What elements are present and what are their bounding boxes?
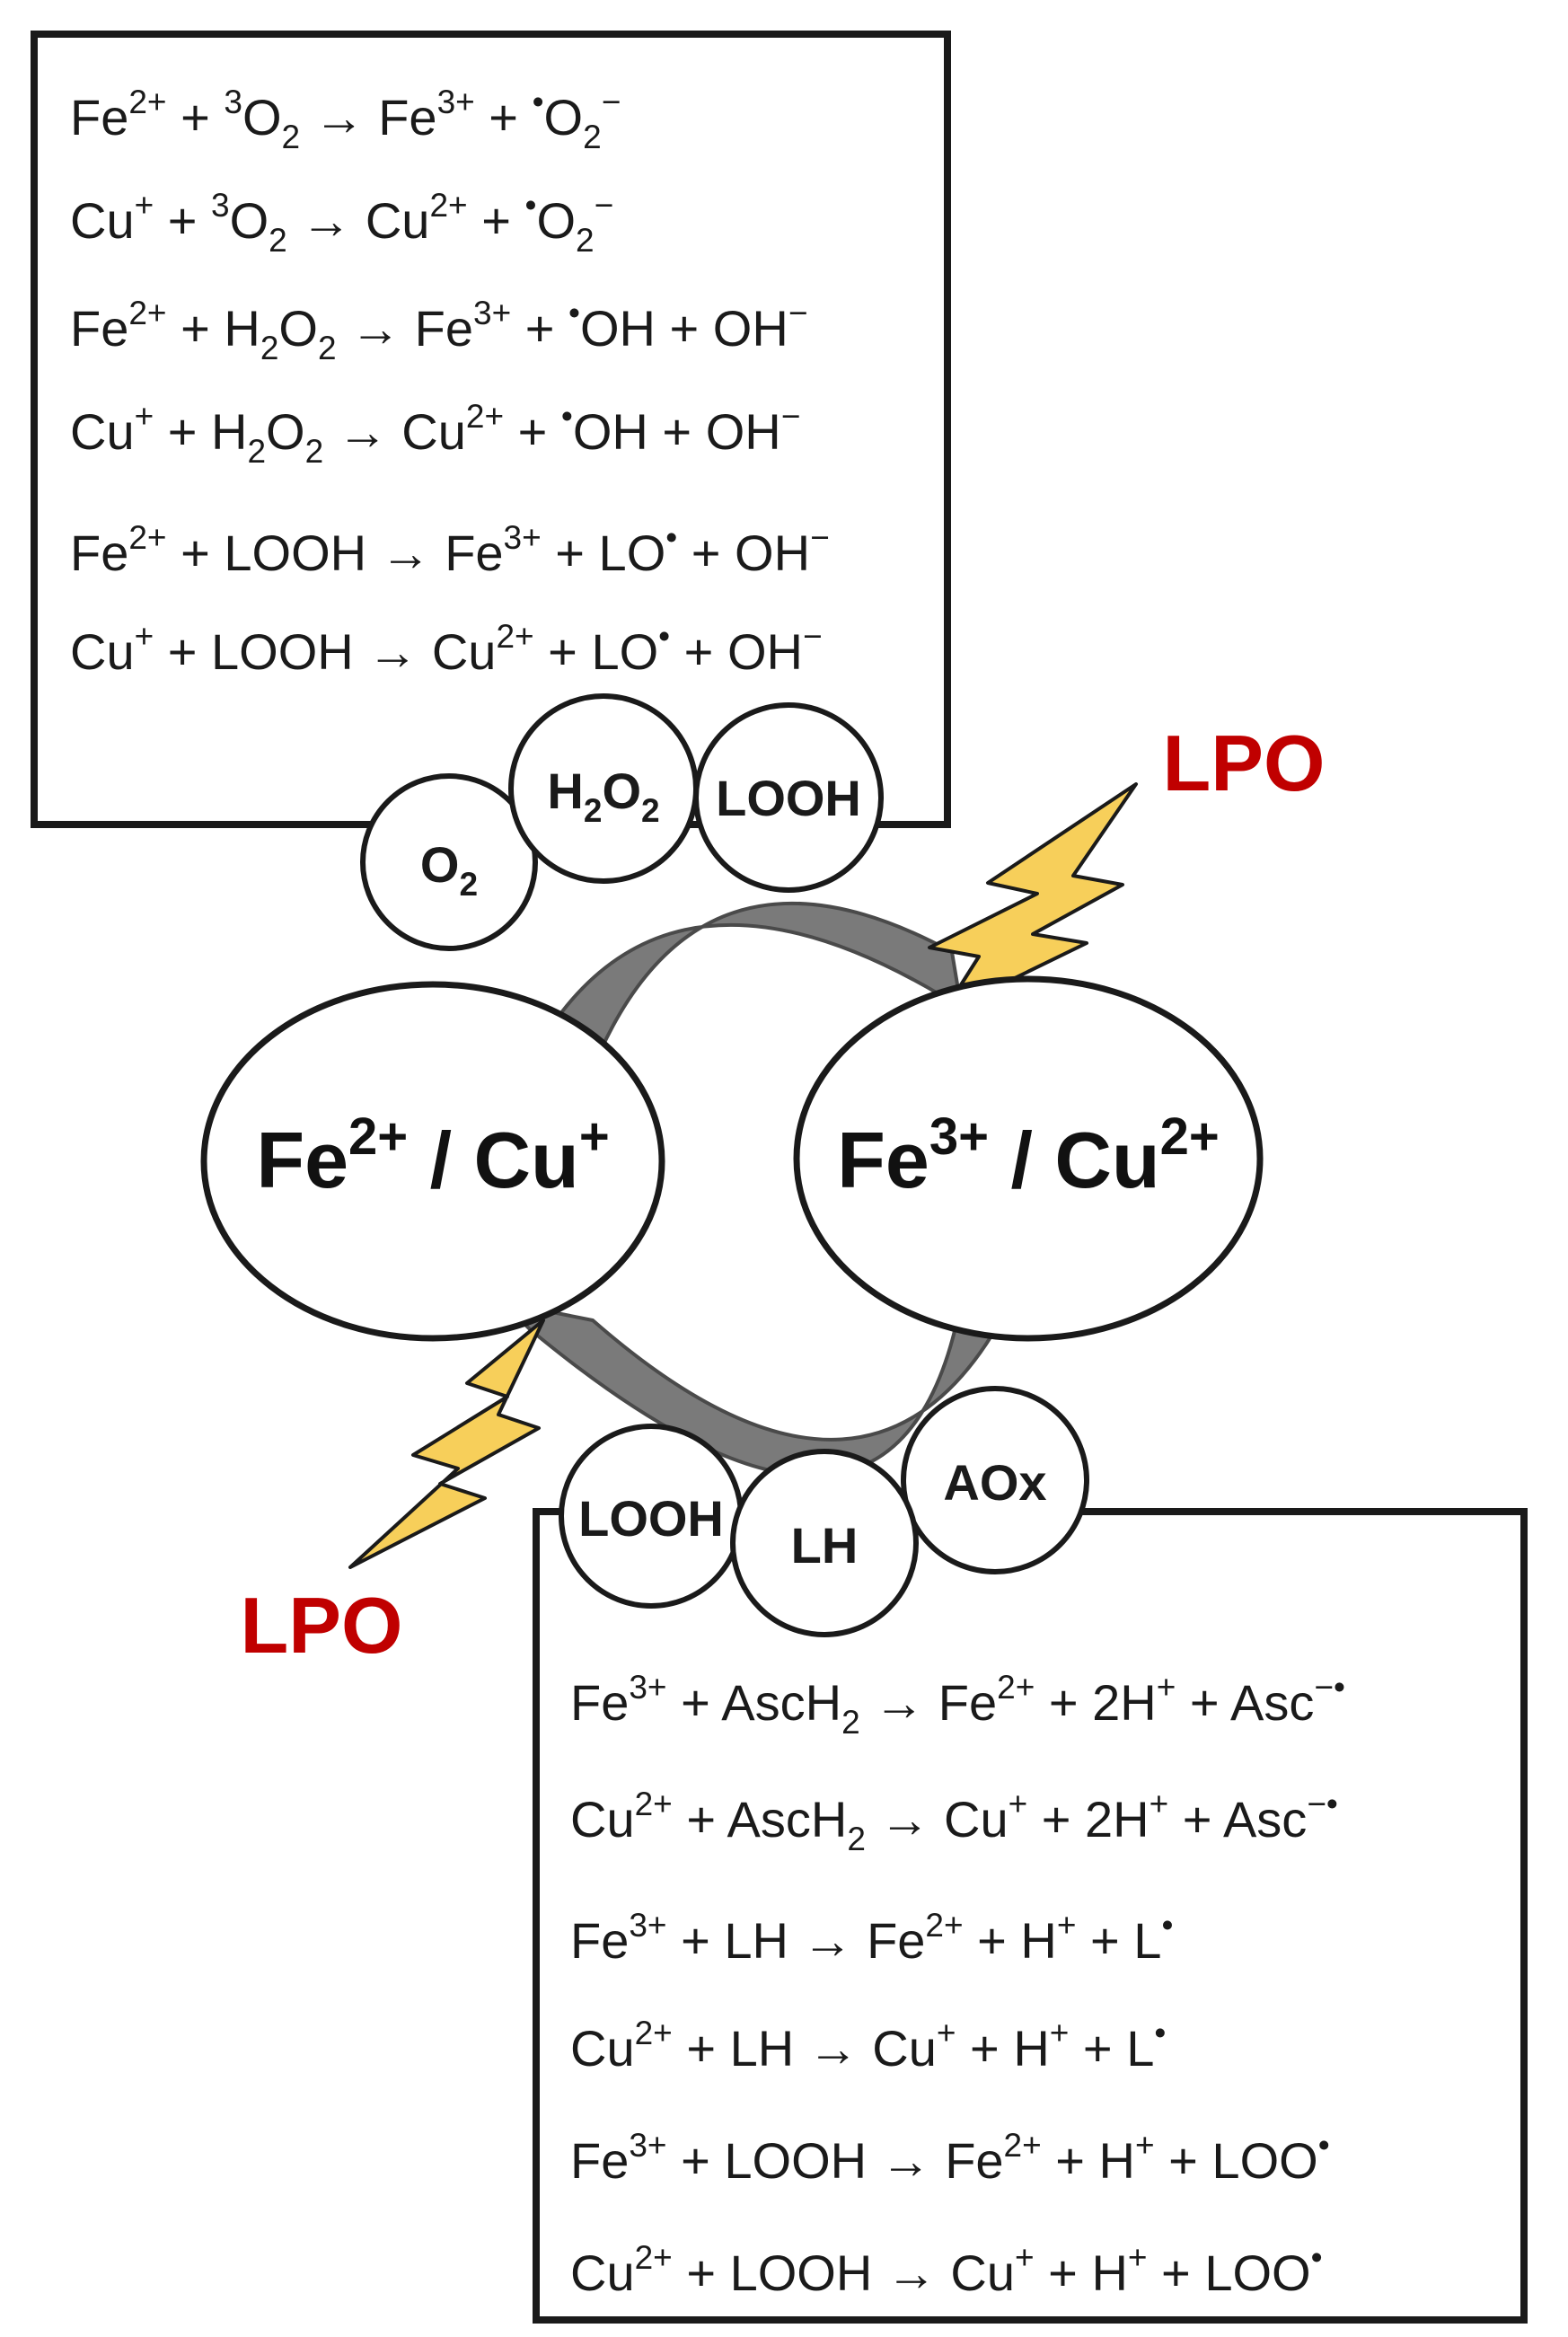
looh-bottom-label: LOOH xyxy=(578,1490,724,1547)
equation-cu2-looh: Cu2+ + LOOH → Cu+ + H+ + LOO•​ xyxy=(570,2239,1323,2301)
reduction-reactions-box xyxy=(533,1508,1528,2324)
reduced-ion-ellipse xyxy=(200,981,665,1342)
looh-top-bubble xyxy=(693,702,884,893)
equation-cu2-lh: Cu2+ + LH → Cu+ + H+ + L•​ xyxy=(570,2015,1166,2077)
reduction-equation-list: Fe3+ + AscH2 → Fe2+ + 2H+ + Asc−•​ Cu2+ … xyxy=(570,1669,1345,2301)
equation-cu2-ascorbate: Cu2+ + AscH2 → Cu+ + 2H+ + Asc−•​ xyxy=(570,1786,1338,1857)
equation-cu-h2o2: Cu+ + H2O2 → Cu2+ + •OH + OH−​ xyxy=(70,398,800,470)
equation-fe2-h2o2: Fe2+ + H2O2 → Fe3+ + •OH + OH−​ xyxy=(70,295,807,366)
oxidized-ion-ellipse xyxy=(793,975,1264,1342)
oxidation-equation-list: Fe2+ + 3O2 → Fe3+ + •O2−​ Cu+ + 3O2 → Cu… xyxy=(70,84,830,680)
equation-fe3-ascorbate: Fe3+ + AscH2 → Fe2+ + 2H+ + Asc−•​ xyxy=(570,1669,1345,1741)
equation-cu-looh: Cu+ + LOOH → Cu2+ + LO• + OH−​ xyxy=(70,618,823,680)
aox-label: AOx xyxy=(943,1454,1046,1511)
lpo-label-top: LPO xyxy=(1163,719,1326,807)
h2o2-label: H2O2​ xyxy=(547,763,659,829)
lightning-bolt-bottom xyxy=(348,1318,545,1569)
equation-fe2-o2: Fe2+ + 3O2 → Fe3+ + •O2−​ xyxy=(70,84,621,155)
equation-fe3-lh: Fe3+ + LH → Fe2+ + H+ + L•​ xyxy=(570,1907,1173,1969)
lh-label: LH xyxy=(791,1517,859,1574)
oxidation-reactions-box xyxy=(31,31,951,828)
equation-fe3-looh: Fe3+ + LOOH → Fe2+ + H+ + LOO•​ xyxy=(570,2127,1330,2189)
lpo-label-bottom: LPO xyxy=(241,1581,403,1670)
lh-bubble xyxy=(730,1449,919,1637)
equation-cu-o2: Cu+ + 3O2 → Cu2+ + •O2−​ xyxy=(70,187,613,259)
reduced-ion-label: Fe2+ / Cu+​ xyxy=(256,1107,609,1204)
o2-bubble xyxy=(360,773,538,951)
o2-label: O2​ xyxy=(420,836,478,903)
looh-top-label: LOOH xyxy=(716,770,861,826)
equation-fe2-looh: Fe2+ + LOOH → Fe3+ + LO• + OH−​ xyxy=(70,519,830,581)
aox-bubble xyxy=(901,1386,1089,1574)
oxidized-ion-label: Fe3+ / Cu2+​ xyxy=(837,1107,1220,1204)
